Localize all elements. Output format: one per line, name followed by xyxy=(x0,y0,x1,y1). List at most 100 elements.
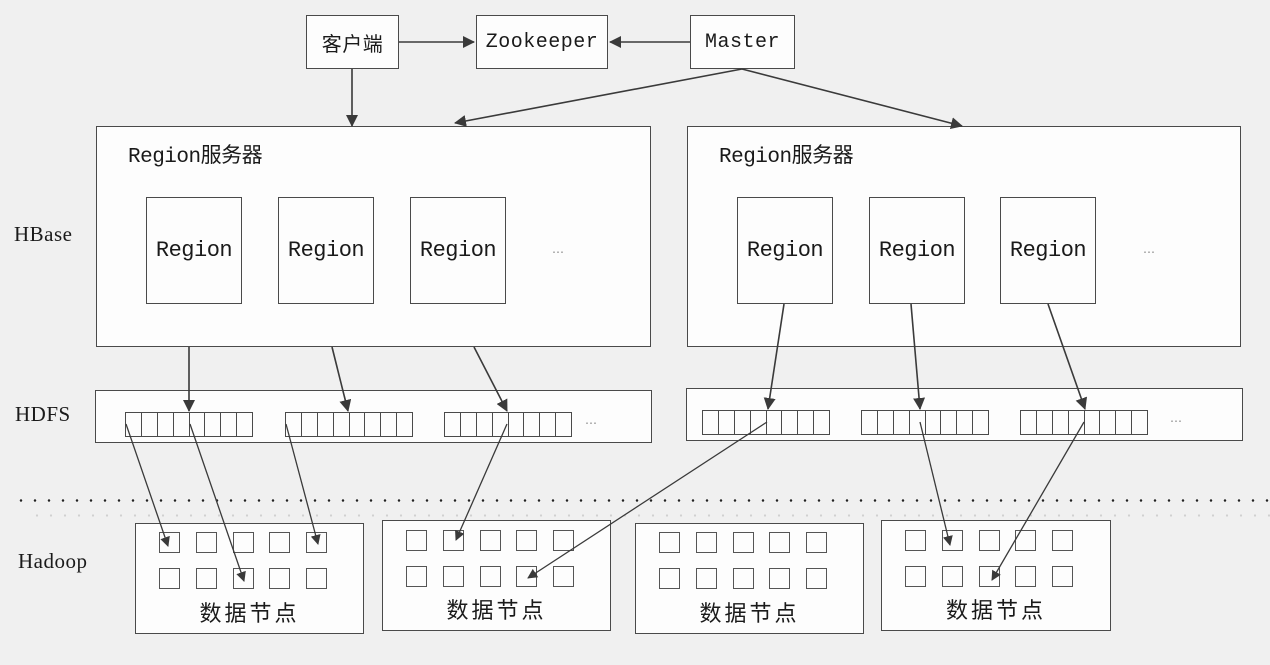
hdfs-block-cell xyxy=(767,411,783,434)
hdfs-2-more: … xyxy=(1170,411,1183,425)
hdfs-block-cell xyxy=(381,413,398,436)
hdfs-block-cell xyxy=(302,413,318,436)
hdfs-block-array-1-3 xyxy=(444,412,572,437)
data-block xyxy=(806,568,828,589)
hdfs-block-cell xyxy=(318,413,334,436)
hdfs-block-cell xyxy=(286,413,302,436)
hdfs-block-cell xyxy=(556,413,571,436)
data-block xyxy=(269,568,291,589)
client-node: 客户端 xyxy=(306,15,399,69)
data-block xyxy=(1015,530,1037,551)
hdfs-block-array-2-1 xyxy=(702,410,830,435)
hdfs-block-cell xyxy=(878,411,894,434)
layer-label-hdfs: HDFS xyxy=(15,402,71,426)
data-block xyxy=(159,568,180,589)
hdfs-block-cell xyxy=(1053,411,1069,434)
region-1-2: Region xyxy=(278,197,374,304)
hdfs-block-array-2-3 xyxy=(1020,410,1148,435)
region-label: Region xyxy=(746,238,824,263)
hdfs-block-cell xyxy=(1132,411,1147,434)
region-2-3: Region xyxy=(1000,197,1096,304)
data-node-2-label: 数据节点 xyxy=(446,599,547,624)
data-block xyxy=(905,566,926,587)
hdfs-block-cell xyxy=(862,411,878,434)
data-block xyxy=(516,566,538,587)
hdfs-block-cell xyxy=(477,413,493,436)
data-block xyxy=(695,532,717,553)
data-block xyxy=(978,530,1000,551)
data-block xyxy=(978,566,1000,587)
hdfs-block-cell xyxy=(1085,411,1101,434)
hdfs-block-cell xyxy=(174,413,190,436)
hdfs-block-cell xyxy=(957,411,974,434)
hdfs-block-cell xyxy=(894,411,910,434)
hdfs-block-cell xyxy=(1037,411,1053,434)
data-block xyxy=(159,532,180,553)
layer-label-hadoop: Hadoop xyxy=(18,549,88,573)
hdfs-block-cell xyxy=(190,413,206,436)
hdfs-block-cell xyxy=(941,411,958,434)
data-block xyxy=(195,532,217,553)
hdfs-block-cell xyxy=(926,411,942,434)
data-block xyxy=(659,568,680,589)
arrow-edge xyxy=(741,68,963,130)
hdfs-block-cell xyxy=(1021,411,1037,434)
region-1-1: Region xyxy=(146,197,242,304)
data-block xyxy=(442,566,464,587)
hdfs-block-array-2-2 xyxy=(861,410,989,435)
data-block xyxy=(479,530,501,551)
data-block xyxy=(553,566,575,587)
hdfs-block-cell xyxy=(397,413,412,436)
data-block xyxy=(406,530,427,551)
data-block xyxy=(941,530,963,551)
hdfs-block-cell xyxy=(365,413,382,436)
region-server-2-title: Region服务器 xyxy=(719,146,854,169)
region-1-more: … xyxy=(552,242,565,256)
hdfs-block-cell xyxy=(524,413,541,436)
data-node-1-label: 数据节点 xyxy=(199,602,300,627)
hdfs-block-cell xyxy=(1100,411,1117,434)
hdfs-block-cell xyxy=(142,413,158,436)
hdfs-block-cell xyxy=(1069,411,1085,434)
data-block xyxy=(806,532,828,553)
hdfs-block-cell xyxy=(782,411,799,434)
hdfs-block-cell xyxy=(445,413,461,436)
region-label: Region xyxy=(1009,238,1087,263)
arrow-edge xyxy=(454,68,743,127)
hdfs-block-cell xyxy=(540,413,557,436)
data-block xyxy=(306,568,328,589)
data-block xyxy=(769,568,791,589)
data-block xyxy=(941,566,963,587)
hdfs-block-array-1-1 xyxy=(125,412,253,437)
region-label: Region xyxy=(155,238,233,263)
hdfs-block-cell xyxy=(509,413,525,436)
data-block xyxy=(1052,530,1074,551)
hdfs-block-cell xyxy=(493,413,509,436)
hdfs-block-cell xyxy=(237,413,252,436)
data-block xyxy=(1052,566,1074,587)
zookeeper-label: Zookeeper xyxy=(485,30,599,54)
data-block xyxy=(516,530,538,551)
master-label: Master xyxy=(704,30,780,54)
hdfs-block-cell xyxy=(1116,411,1133,434)
hdfs-block-cell xyxy=(751,411,767,434)
data-block xyxy=(769,532,791,553)
region-2-1: Region xyxy=(737,197,833,304)
layer-separator-faint xyxy=(30,514,1270,517)
data-block xyxy=(659,532,680,553)
data-block xyxy=(479,566,501,587)
layer-separator xyxy=(14,499,1270,502)
region-2-more: … xyxy=(1143,242,1156,256)
region-label: Region xyxy=(419,238,497,263)
hdfs-block-cell xyxy=(719,411,735,434)
master-node: Master xyxy=(690,15,795,69)
data-block xyxy=(553,530,575,551)
hdfs-block-cell xyxy=(126,413,142,436)
hdfs-block-cell xyxy=(350,413,366,436)
data-block xyxy=(406,566,427,587)
hdfs-block-cell xyxy=(910,411,926,434)
hdfs-block-cell xyxy=(703,411,719,434)
data-block xyxy=(269,532,291,553)
region-1-3: Region xyxy=(410,197,506,304)
region-2-2: Region xyxy=(869,197,965,304)
